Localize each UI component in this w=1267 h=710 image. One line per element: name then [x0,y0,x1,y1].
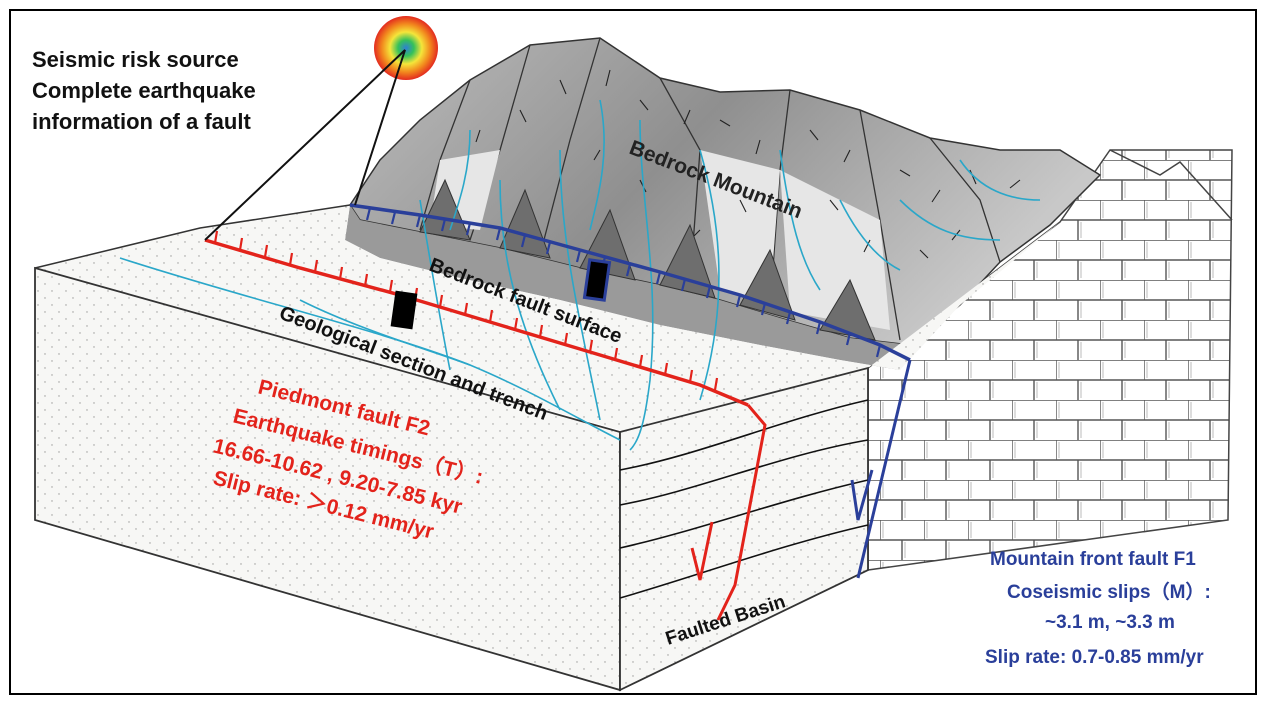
risk-label-line2: Complete earthquake [32,78,256,103]
brick-top-edge [1109,149,1233,221]
risk-label-line1: Seismic risk source [32,47,239,72]
mountain-fault-plane [856,359,912,579]
fault-scarp-band [345,205,910,370]
mountain-fault-info: Mountain front fault F1 Coseismic slips（… [985,549,1211,668]
risk-source-pointer [204,49,406,241]
mountain-facets [430,150,890,330]
bedrock-trench [582,258,612,302]
figure-frame [9,9,1257,695]
f1-line2: Coseismic slips（M）: [1007,580,1211,603]
risk-label-line3: information of a fault [32,109,251,134]
hachure-marks [475,69,1021,259]
f1-line3: ~3.1 m, ~3.3 m [1045,612,1175,633]
piedmont-fault-ticks [213,230,719,391]
mountain-fault-ticks [365,207,882,358]
piedmont-trench [390,290,418,330]
f1-line4: Slip rate: 0.7-0.85 mm/yr [985,647,1204,668]
mountain-fault-slip-arrow [850,469,874,521]
strata-layers [619,399,869,599]
piedmont-fault-slip-arrow [690,521,714,581]
f1-line1: Mountain front fault F1 [990,549,1196,570]
piedmont-fault-trace [204,238,749,407]
streams [119,99,1041,451]
piedmont-fault-plane [716,404,767,621]
surface-edge [34,204,351,269]
